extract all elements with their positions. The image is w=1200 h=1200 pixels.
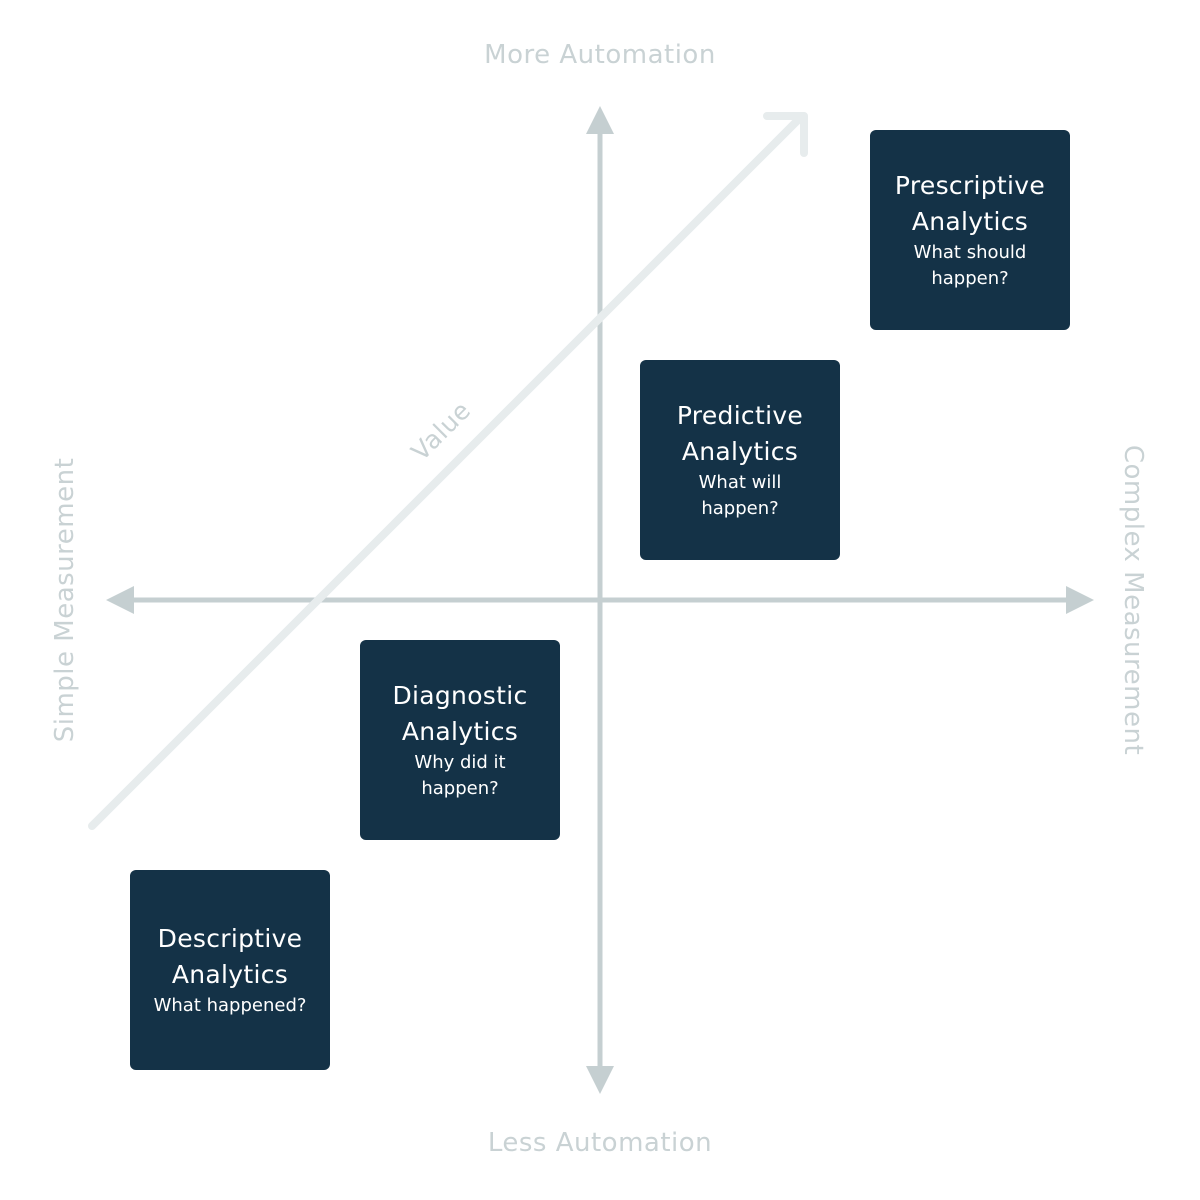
box-subtitle-line: Why did it — [414, 752, 506, 773]
axis-label-more-automation: More Automation — [484, 40, 716, 70]
box-predictive-analytics: Predictive Analytics What will happen? — [640, 360, 840, 560]
box-subtitle-line: happen? — [931, 268, 1009, 289]
box-subtitle-line: What will — [698, 472, 782, 493]
box-title-line: Analytics — [681, 437, 799, 466]
horizontal-axis-arrowhead-left — [106, 586, 134, 614]
box-subtitle-line: What happened? — [153, 995, 307, 1016]
box-title-line: Prescriptive — [894, 171, 1046, 200]
box-prescriptive-analytics: Prescriptive Analytics What should happe… — [870, 130, 1070, 330]
box-title-line: Analytics — [171, 960, 289, 989]
box-title: Predictive Analytics — [677, 398, 803, 470]
box-title-line: Predictive — [676, 401, 804, 430]
box-subtitle: What will happen? — [699, 470, 782, 522]
horizontal-axis-arrowhead-right — [1066, 586, 1094, 614]
box-title: Prescriptive Analytics — [895, 168, 1045, 240]
value-arrow-line — [88, 114, 804, 830]
box-subtitle-line: What should — [913, 242, 1027, 263]
box-subtitle: What should happen? — [914, 240, 1027, 292]
box-title-line: Descriptive — [157, 924, 303, 953]
box-descriptive-analytics: Descriptive Analytics What happened? — [130, 870, 330, 1070]
box-title-line: Analytics — [401, 717, 519, 746]
box-subtitle-line: happen? — [421, 778, 499, 799]
axis-label-less-automation: Less Automation — [487, 1128, 713, 1158]
box-subtitle-line: happen? — [701, 498, 779, 519]
axis-label-complex-measurement: Complex Measurement — [1118, 444, 1148, 756]
vertical-axis-arrowhead-bottom — [586, 1066, 614, 1094]
box-title: Diagnostic Analytics — [392, 678, 527, 750]
axis-label-simple-measurement: Simple Measurement — [50, 457, 80, 743]
box-title: Descriptive Analytics — [158, 921, 303, 993]
box-title-line: Analytics — [911, 207, 1029, 236]
box-subtitle: Why did it happen? — [414, 750, 505, 802]
box-diagnostic-analytics: Diagnostic Analytics Why did it happen? — [360, 640, 560, 840]
value-arrow-head — [763, 112, 808, 157]
vertical-axis-arrowhead-top — [586, 106, 614, 134]
box-subtitle: What happened? — [154, 993, 307, 1019]
box-title-line: Diagnostic — [392, 681, 528, 710]
